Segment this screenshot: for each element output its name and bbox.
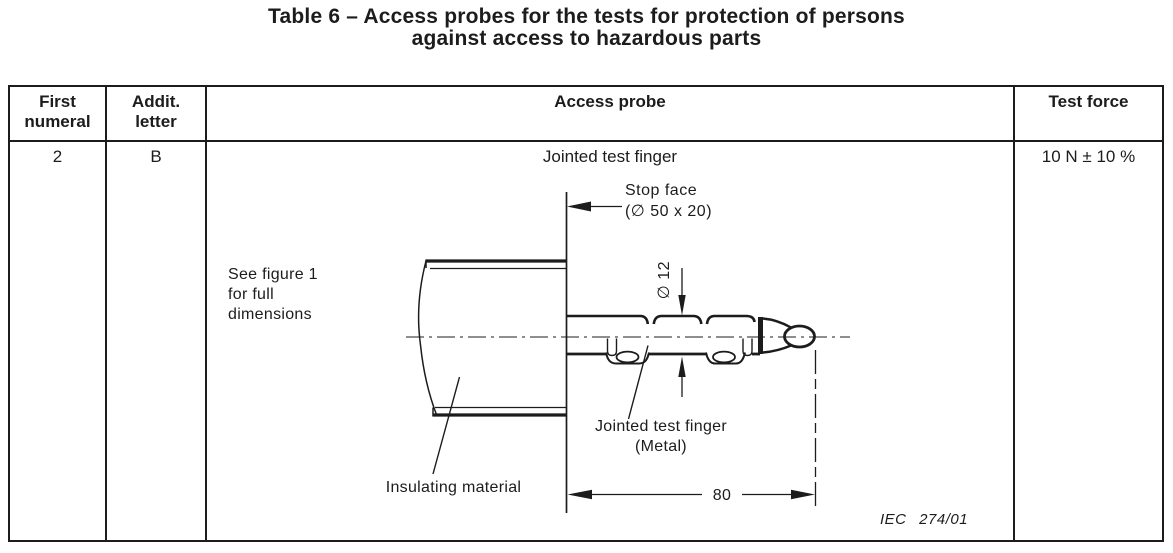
insulating-material-label: Insulating material: [385, 479, 522, 496]
stop-face-label: Stop face (∅ 50 x 20): [625, 182, 713, 220]
length-dimension-label: 80: [712, 487, 732, 504]
cell-test-force: 10 N ± 10 %: [1041, 147, 1136, 166]
table-caption-line1: Table 6 – Access probes for the tests fo…: [268, 5, 905, 28]
access-probe-table: First numeral Addit. letter Access probe…: [8, 85, 1164, 542]
column-header-addit-letter: Addit. letter: [107, 87, 207, 142]
probe-title: Jointed test finger: [542, 147, 678, 166]
diameter-label: ∅ 12: [656, 260, 673, 300]
cell-access-probe: Jointed test finger: [207, 142, 1015, 540]
column-header-test-force: Test force: [1015, 87, 1162, 142]
figure-note: See figure 1 for full dimensions: [228, 266, 318, 323]
column-header-access-probe: Access probe: [207, 87, 1015, 142]
table-caption-line2: against access to hazardous parts: [411, 27, 762, 50]
figure-reference: IEC 274/01: [880, 511, 969, 528]
column-header-first-numeral: First numeral: [10, 87, 107, 142]
finger-material-label: Jointed test finger (Metal): [595, 418, 727, 455]
cell-addit-letter: B: [107, 142, 207, 540]
table-caption: Table 6 – Access probes for the tests fo…: [0, 6, 1173, 50]
cell-first-numeral: 2: [10, 142, 107, 540]
